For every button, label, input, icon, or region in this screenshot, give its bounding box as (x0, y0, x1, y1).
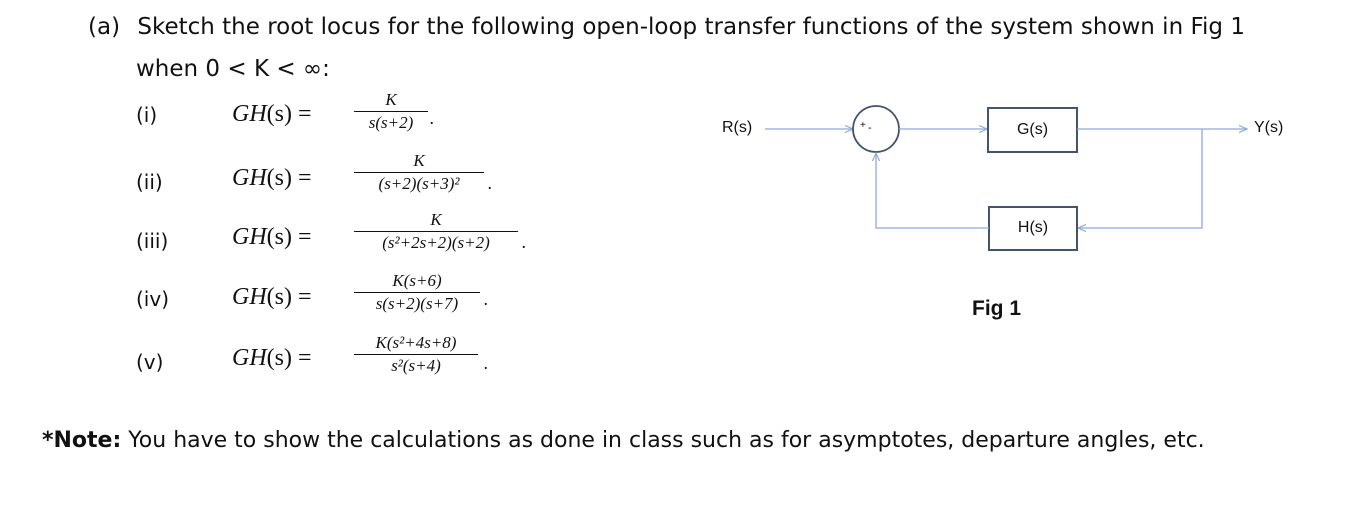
item-lhs-4: GH(s) = (232, 284, 312, 311)
lhs-var: (s) (266, 284, 292, 310)
period-5: . (483, 353, 489, 373)
item-lhs-5: GH(s) = (232, 345, 312, 372)
item-roman-5: (v) (136, 350, 164, 374)
item-lhs-3: GH(s) = (232, 224, 312, 251)
denominator-3: (s²+2s+2)(s+2) (382, 233, 490, 252)
output-label: Y(s) (1254, 119, 1284, 136)
denominator-1: s(s+2) (368, 113, 414, 132)
period-4: . (483, 289, 489, 309)
equals-sign: = (298, 224, 312, 250)
h-block-label: H(s) (1017, 219, 1049, 236)
denominator-5: s²(s+4) (391, 356, 441, 375)
denominator-2: (s+2)(s+3)² (378, 174, 460, 193)
feedback-arrow-out (876, 153, 989, 229)
period-2: . (487, 173, 493, 193)
note-label: *Note: (42, 428, 122, 453)
lhs-var: (s) (266, 101, 292, 127)
lhs-name: GH (232, 345, 267, 371)
question-label: (a) (88, 14, 121, 40)
equals-sign: = (298, 284, 312, 310)
fraction-bar-5 (354, 354, 478, 355)
numerator-2: K (413, 151, 425, 170)
question-line-2: when 0 < K < ∞: (136, 56, 330, 82)
g-block-label: G(s) (1016, 121, 1049, 138)
equals-sign: = (298, 165, 312, 191)
denominator-4: s(s+2)(s+7) (375, 294, 459, 313)
lhs-var: (s) (266, 165, 292, 191)
question-text: Sketch the root locus for the following … (137, 14, 1245, 40)
g-block (987, 107, 1078, 153)
lhs-name: GH (232, 101, 267, 127)
lhs-var: (s) (266, 345, 292, 371)
fraction-5: K(s²+4s+8) s²(s+4) . (354, 333, 488, 376)
figure-caption: Fig 1 (972, 297, 1022, 320)
sum-plus-sign: + (860, 120, 866, 131)
period-3: . (521, 232, 527, 252)
input-label: R(s) (722, 119, 753, 136)
period-1: . (429, 108, 435, 128)
equals-sign: = (298, 345, 312, 371)
item-roman-3: (iii) (136, 229, 169, 253)
item-roman-4: (iv) (136, 287, 169, 311)
note-text: You have to show the calculations as don… (121, 428, 1205, 453)
lhs-name: GH (232, 224, 267, 250)
lhs-name: GH (232, 284, 267, 310)
feedback-arrow-in (1078, 129, 1203, 228)
fraction-bar-1 (354, 111, 428, 112)
fraction-1: K s(s+2) . (354, 90, 434, 133)
equals-sign: = (298, 101, 312, 127)
item-lhs-2: GH(s) = (232, 165, 312, 192)
fraction-3: K (s²+2s+2)(s+2) . (354, 210, 526, 253)
item-roman-1: (i) (136, 103, 158, 127)
fraction-2: K (s+2)(s+3)² . (354, 151, 492, 194)
numerator-5: K(s²+4s+8) (375, 333, 457, 352)
sum-minus-sign: - (868, 122, 872, 134)
note: *Note: You have to show the calculations… (42, 428, 1205, 453)
numerator-1: K (385, 90, 397, 109)
fraction-4: K(s+6) s(s+2)(s+7) . (354, 271, 488, 314)
item-roman-2: (ii) (136, 170, 163, 194)
question-line-1: (a) Sketch the root locus for the follow… (88, 14, 1245, 40)
lhs-name: GH (232, 165, 267, 191)
fraction-bar-2 (354, 172, 484, 173)
numerator-3: K (430, 210, 442, 229)
numerator-4: K(s+6) (392, 271, 442, 290)
h-block (988, 206, 1078, 251)
fraction-bar-3 (354, 231, 518, 232)
lhs-var: (s) (266, 224, 292, 250)
fraction-bar-4 (354, 292, 480, 293)
item-lhs-1: GH(s) = (232, 101, 312, 128)
